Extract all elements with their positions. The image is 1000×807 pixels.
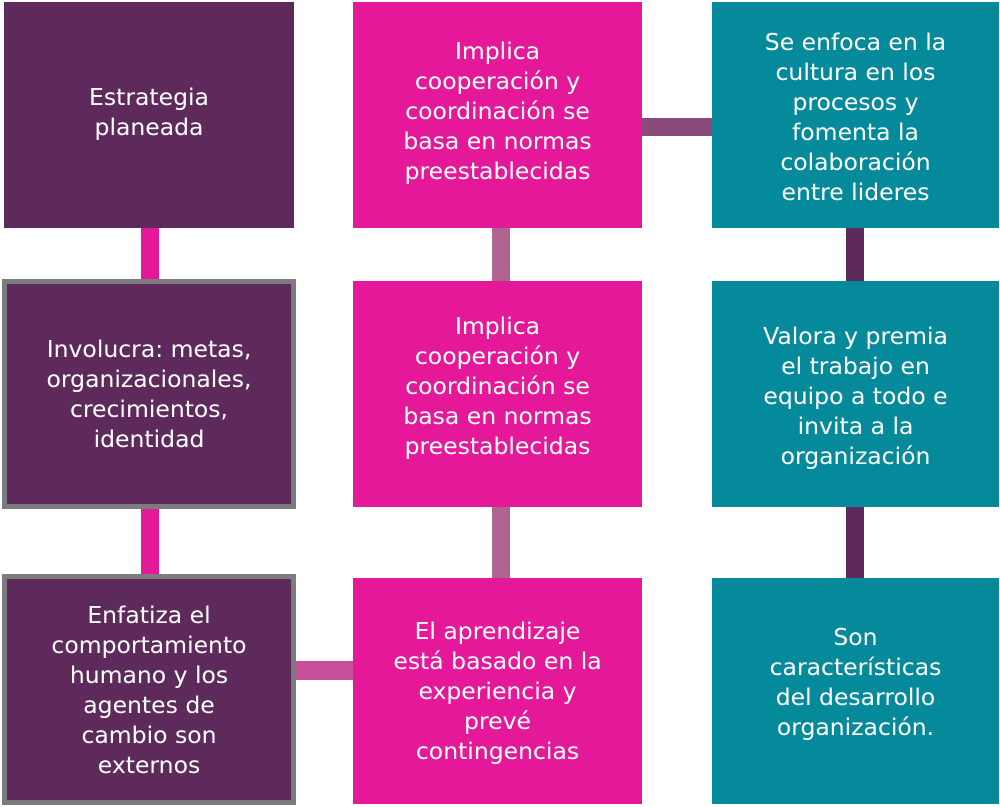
connector-b1-b2 <box>141 228 159 279</box>
box-text-line: entre lideres <box>781 178 930 206</box>
box-text-line: cooperación y <box>414 67 581 95</box>
box-text-line: preestablecidas <box>404 432 591 460</box>
box-text-line: externos <box>97 750 201 779</box>
box-valora-premia: Valora y premia el trabajo en equipo a t… <box>712 281 999 507</box>
box-text-line: basa en normas <box>403 402 592 430</box>
box-text-line: cultura en los <box>775 58 936 86</box>
box-text-line: Estrategia <box>89 83 209 111</box>
connector-b5-b6 <box>492 507 510 578</box>
box-text-line: contingencias <box>415 737 580 765</box>
box-involucra-metas: Involucra: metas, organizacionales, crec… <box>2 279 296 509</box>
box-text-line: organizacionales, <box>46 365 252 393</box>
box-implica-cooperacion-1: Implica cooperación y coordinación se ba… <box>353 2 642 228</box>
box-text-line: procesos y <box>792 88 919 116</box>
box-text-line: identidad <box>93 425 205 453</box>
box-text-line: organización <box>780 442 931 470</box>
box-text-line: Involucra: metas, <box>46 335 252 363</box>
box-text-line: colaboración <box>780 148 931 176</box>
box-caracteristicas: Son características del desarrollo organ… <box>712 578 999 804</box>
box-text-line: preestablecidas <box>404 157 591 185</box>
box-text-line: coordinación se <box>405 372 590 400</box>
connector-b7-b8 <box>846 228 864 281</box>
box-text-line: crecimientos, <box>69 395 229 423</box>
connector-b4-b7 <box>642 118 712 136</box>
box-text-line: humano y los <box>69 660 229 689</box>
connector-b3-b6 <box>296 661 353 680</box>
box-text-line: del desarrollo <box>775 683 936 711</box>
connector-b8-b9 <box>846 507 864 578</box>
box-text-line: coordinación se <box>405 97 590 125</box>
box-estrategia-planeada: Estrategia planeada <box>4 2 294 228</box>
box-text-line: planeada <box>94 113 204 141</box>
box-aprendizaje: El aprendizaje está basado en la experie… <box>353 578 642 804</box>
box-enfatiza-comportamiento: Enfatiza el comportamiento humano y los … <box>2 574 296 805</box>
box-text-line: fomenta la <box>792 118 919 146</box>
connector-b4-b5 <box>492 228 510 281</box>
box-text-line: El aprendizaje <box>414 617 581 645</box>
box-text-line: experiencia y <box>418 677 577 705</box>
box-text-line: Enfatiza el <box>87 600 211 629</box>
box-text-line: Valora y premia <box>763 322 948 350</box>
box-text-line: equipo a todo e <box>763 382 948 410</box>
connector-b2-b3 <box>141 509 159 574</box>
box-text-line: el trabajo en <box>781 352 930 380</box>
box-text-line: Se enfoca en la <box>764 28 947 56</box>
box-text-line: prevé <box>464 707 531 735</box>
box-text-line: cambio son <box>81 720 217 749</box>
box-text-line: organización. <box>776 713 935 741</box>
box-text-line: basa en normas <box>403 127 592 155</box>
box-enfoca-cultura: Se enfoca en la cultura en los procesos … <box>712 2 999 228</box>
box-text-line: Implica <box>454 37 541 65</box>
box-text-line: comportamiento <box>51 630 247 659</box>
box-text-line: invita a la <box>797 412 914 440</box>
box-text-line: está basado en la <box>393 647 602 675</box>
box-text-line: agentes de <box>83 690 215 719</box>
box-text-line: Son <box>833 623 878 651</box>
box-text-line: características <box>769 653 942 681</box>
box-text-line: cooperación y <box>414 342 581 370</box>
box-implica-cooperacion-2: Implica cooperación y coordinación se ba… <box>353 281 642 507</box>
box-text-line: Implica <box>454 312 541 340</box>
